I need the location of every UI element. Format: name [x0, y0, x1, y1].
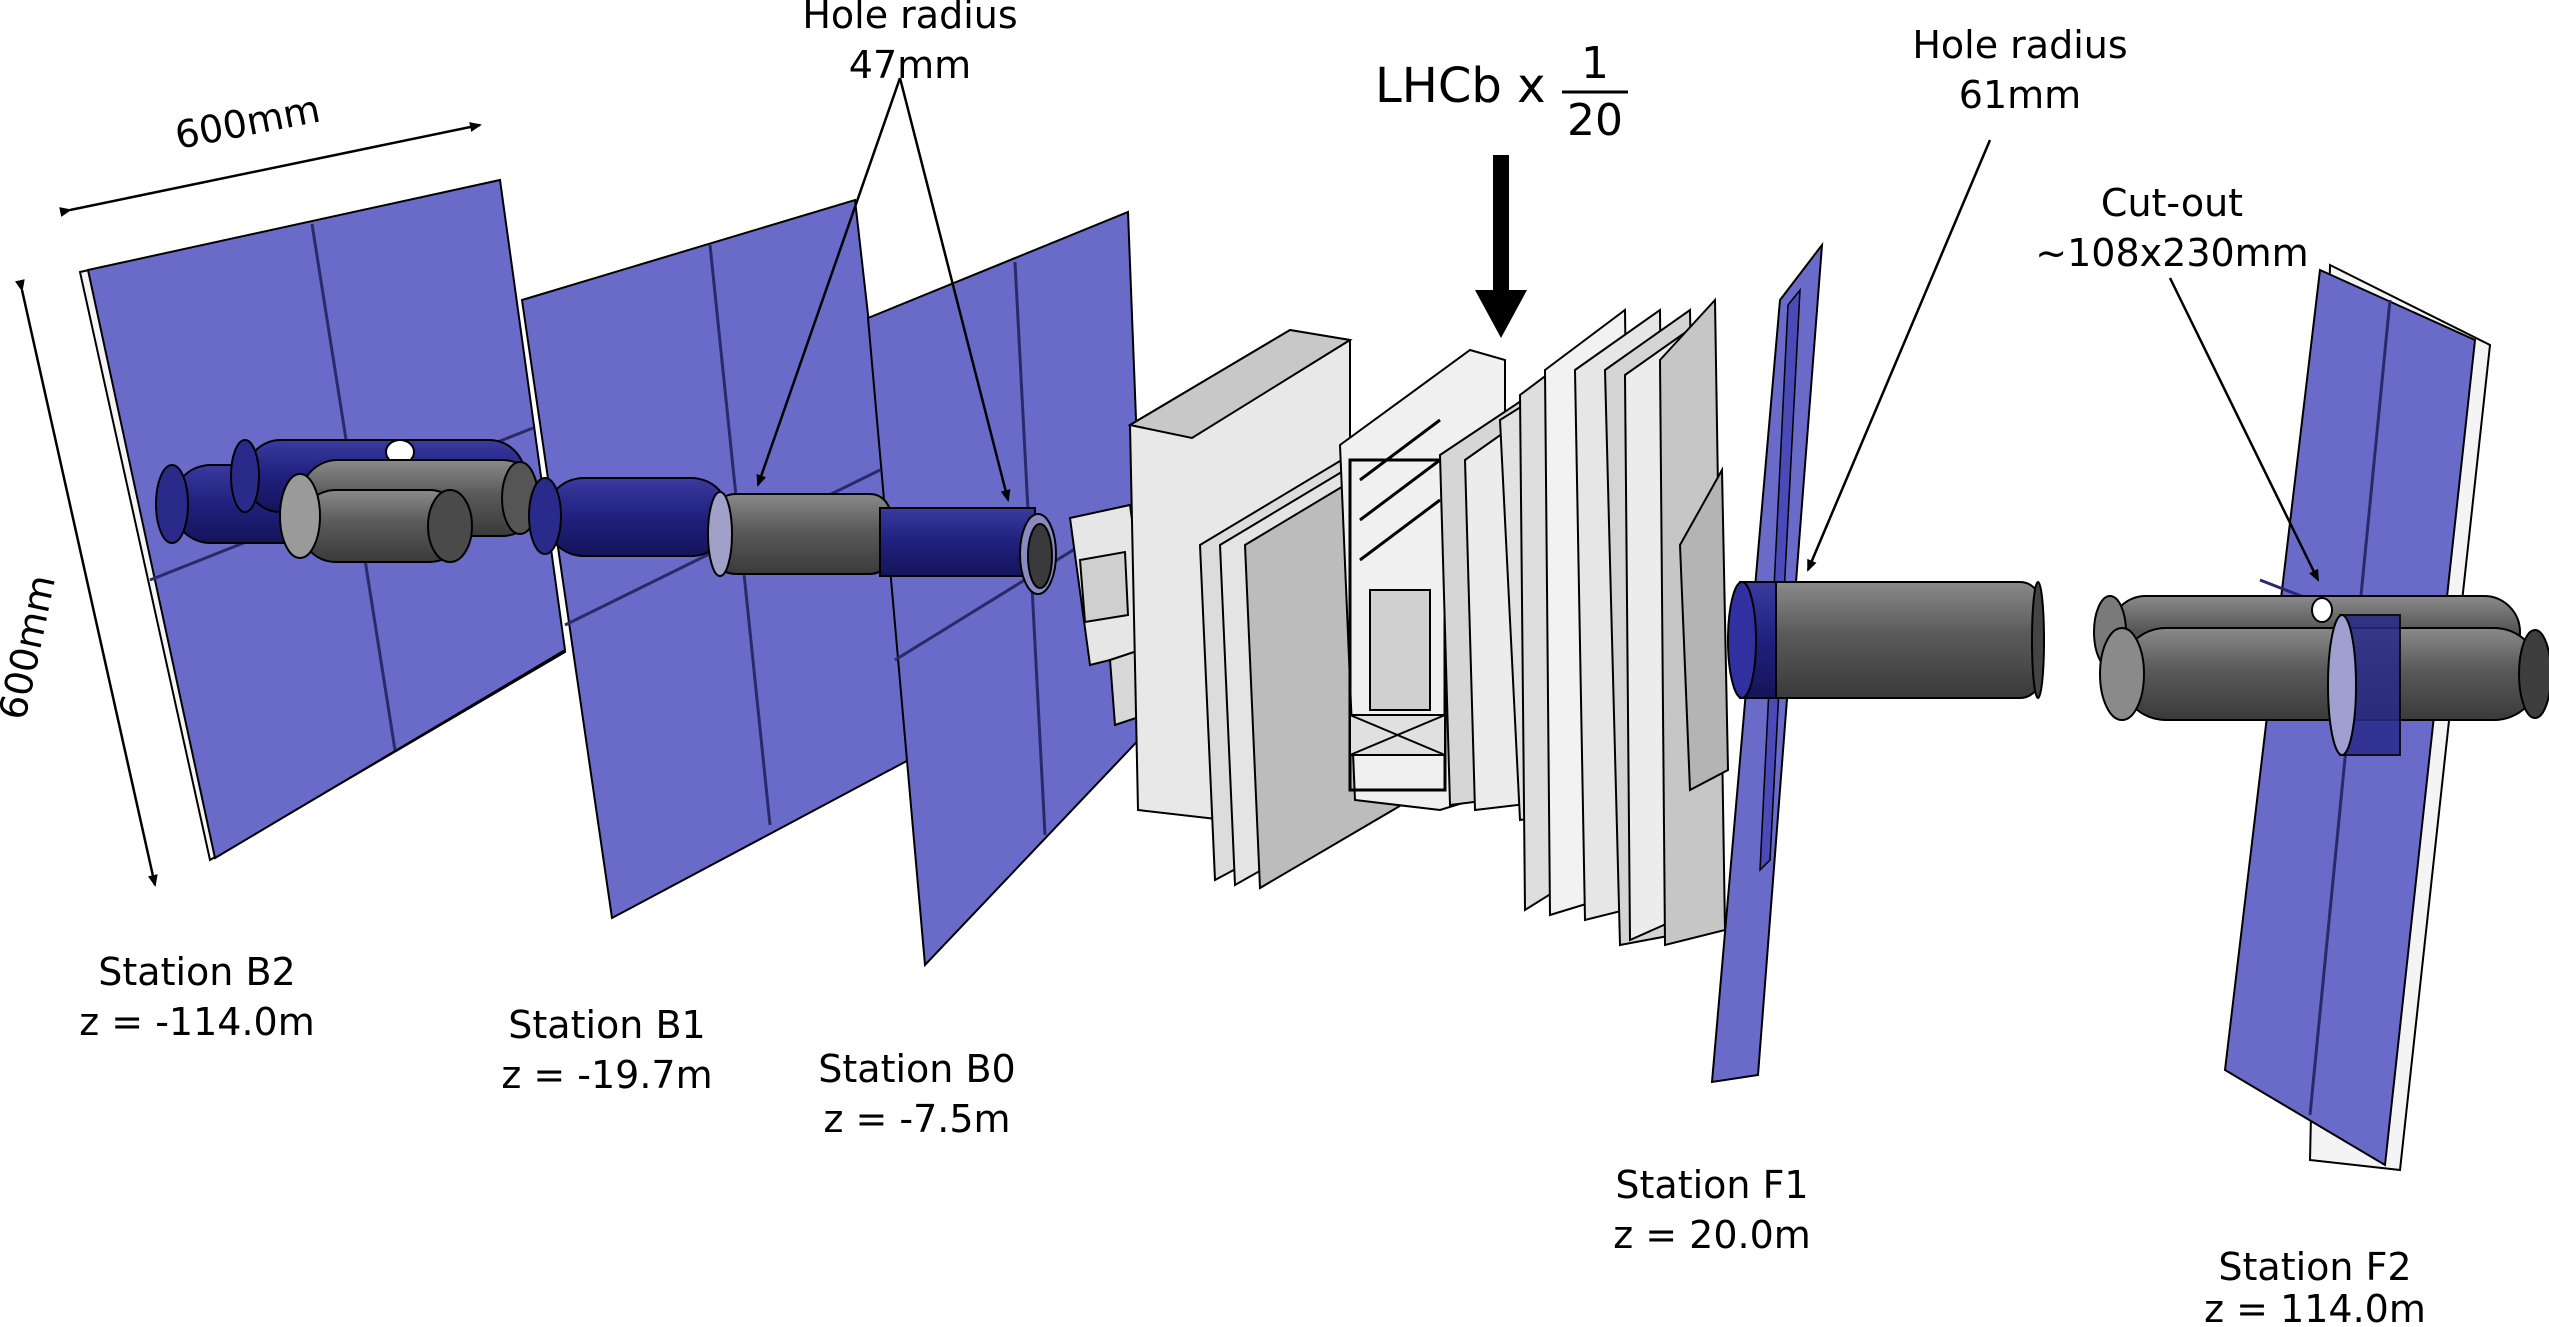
station-b0-name: Station B0 — [818, 1047, 1015, 1091]
width-dimension-arrow — [59, 122, 482, 217]
hole-radius-47-line2: 47mm — [849, 43, 971, 87]
lhcb-detector — [1068, 297, 1730, 947]
backward-beam-pipe — [528, 477, 1057, 595]
station-f2-z: z = 114.0m — [2204, 1287, 2426, 1327]
station-f1-z: z = 20.0m — [1613, 1213, 1811, 1257]
lhcb-scale-denominator: 20 — [1567, 95, 1623, 146]
hole-radius-61-line2: 61mm — [1959, 73, 2081, 117]
cutout-line1: Cut-out — [2101, 181, 2243, 225]
height-dimension-arrow — [14, 279, 158, 887]
cutout-line2: ~108x230mm — [2035, 231, 2308, 275]
hole-radius-61-line1: Hole radius — [1912, 23, 2127, 67]
width-dimension-label: 600mm — [171, 87, 323, 158]
hole-radius-47-pointers — [756, 77, 1011, 502]
station-b2-beam-pipes — [155, 439, 541, 563]
forward-beam-pipe-f1 — [1727, 581, 2045, 699]
station-b2-name: Station B2 — [98, 950, 295, 994]
hole-radius-47-line1: Hole radius — [802, 0, 1017, 37]
lhcb-pointer-arrow — [1475, 155, 1527, 338]
hole-radius-61-pointer — [1806, 139, 1992, 572]
forward-beam-pipes-f2 — [2093, 595, 2549, 756]
station-b0-z: z = -7.5m — [823, 1097, 1010, 1141]
height-dimension-label: 600mm — [0, 571, 64, 724]
station-f2-name: Station F2 — [2218, 1245, 2411, 1289]
lhcb-scale-prefix: LHCb x — [1375, 58, 1545, 114]
lhcb-scale-numerator: 1 — [1581, 38, 1609, 89]
station-f1-name: Station F1 — [1615, 1163, 1808, 1207]
cutout-pointer — [2168, 277, 2320, 582]
station-b2-z: z = -114.0m — [79, 1000, 314, 1044]
station-b1-z: z = -19.7m — [501, 1053, 712, 1097]
station-b1-name: Station B1 — [508, 1003, 705, 1047]
